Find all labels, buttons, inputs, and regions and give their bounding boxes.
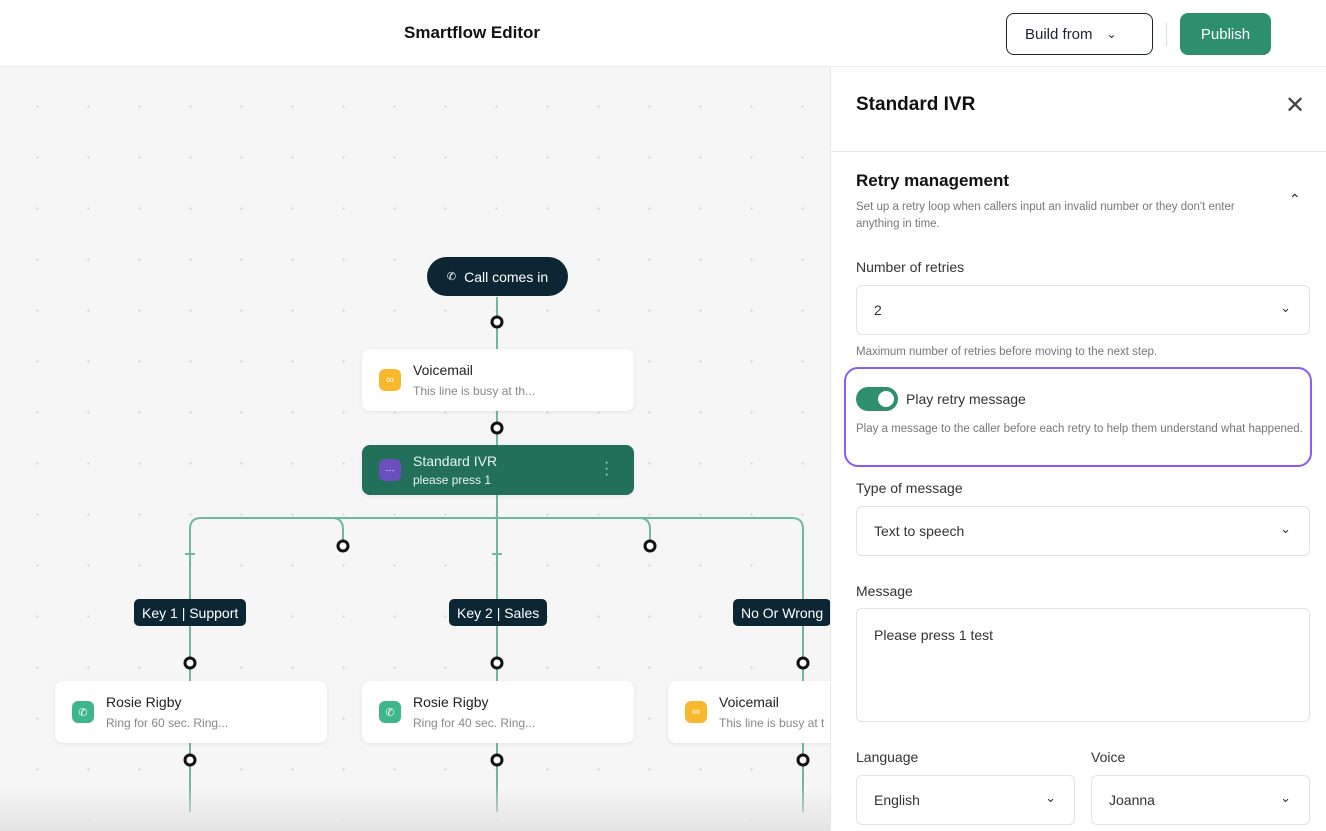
type-label: Type of message [856, 480, 963, 496]
connector-node [796, 753, 810, 767]
phone-icon: ✆ [446, 271, 457, 283]
language-select[interactable]: English ⌄ [856, 775, 1075, 825]
connector-node [183, 753, 197, 767]
canvas-fade [0, 786, 830, 831]
ivr-node[interactable]: ⋯ Standard IVR please press 1 ··· [362, 445, 634, 495]
message-label: Message [856, 583, 913, 599]
node-title: Rosie Rigby [413, 694, 489, 710]
add-node-button [336, 539, 350, 553]
node-title: Voicemail [719, 694, 779, 710]
branch-label[interactable]: Key 2 | Sales [449, 599, 548, 626]
add-node-button [643, 539, 657, 553]
build-from-label: Build from [1025, 25, 1093, 43]
divider [831, 151, 1326, 152]
voice-label: Voice [1091, 749, 1126, 765]
language-label: Language [856, 749, 919, 765]
retries-select[interactable]: 2⌄ [856, 285, 1310, 335]
voice-value: Joanna [1109, 792, 1155, 808]
node-subtitle: Ring for 40 sec. Ring... [413, 716, 536, 730]
flow-connectors [183, 297, 810, 812]
node-subtitle: This line is busy at t [719, 716, 825, 730]
highlight-box [844, 367, 1312, 467]
node-title: Standard IVR [413, 453, 498, 469]
message-textarea[interactable]: Please press 1 test [856, 608, 1310, 722]
section-title: Retry management [856, 171, 1010, 190]
connector-node [183, 656, 197, 670]
connector-node [490, 315, 504, 329]
voicemail-icon: ∞ [685, 701, 707, 723]
panel-title: Standard IVR [856, 94, 976, 115]
voice-select[interactable]: Joanna ⌄ [1091, 775, 1310, 825]
connector-node [490, 421, 504, 435]
section-description: Set up a retry loop when callers input a… [856, 201, 1235, 230]
play-retry-label: Play retry message [906, 391, 1026, 407]
node-title: Rosie Rigby [106, 694, 182, 710]
chevron-down-icon: ⌄ [1280, 300, 1291, 315]
node-subtitle: please press 1 [413, 473, 492, 487]
keypad-icon: ⋯ [379, 459, 401, 481]
connector-node [490, 753, 504, 767]
play-retry-description: Play a message to the caller before each… [856, 423, 1303, 435]
chevron-down-icon: ⌄ [1106, 27, 1117, 41]
chevron-down-icon: ⌄ [1280, 790, 1291, 805]
retries-hint: Maximum number of retries before moving … [856, 346, 1158, 358]
branch-label[interactable]: Key 1 | Support [134, 599, 247, 626]
node-subtitle: Ring for 60 sec. Ring... [106, 716, 229, 730]
play-retry-toggle[interactable] [856, 387, 898, 411]
type-select[interactable]: Text to speech ⌄ [856, 506, 1310, 556]
phone-ring-icon: ✆ [379, 701, 401, 723]
type-value: Text to speech [874, 523, 965, 539]
branch-label[interactable]: No Or Wrong [733, 599, 830, 626]
language-value: English [874, 792, 920, 808]
chevron-down-icon: ⌄ [1045, 790, 1056, 805]
retries-label: Number of retries [856, 259, 965, 275]
start-node[interactable]: ✆ Call comes in [427, 257, 568, 296]
connector-node [796, 656, 810, 670]
node-title: Voicemail [413, 362, 473, 378]
chevron-up-icon[interactable]: ⌃ [1289, 191, 1301, 207]
close-icon[interactable]: ✕ [1285, 92, 1306, 119]
app-title: Smartflow Editor [404, 23, 541, 42]
node-subtitle: This line is busy at th... [413, 384, 536, 398]
retries-value: 2 [874, 302, 882, 318]
build-from-button[interactable]: Build from ⌄ [1006, 13, 1153, 55]
settings-panel: Standard IVR ✕ Retry management ⌃ Set up… [830, 67, 1326, 831]
divider [1166, 22, 1167, 46]
publish-button[interactable]: Publish [1180, 13, 1271, 55]
phone-ring-icon: ✆ [72, 701, 94, 723]
header: Smartflow Editor Build from ⌄ Publish [0, 0, 1326, 67]
more-options-icon[interactable]: ··· [604, 454, 610, 483]
start-label: Call comes in [464, 268, 549, 285]
connector-node [490, 656, 504, 670]
chevron-down-icon: ⌄ [1280, 521, 1291, 536]
voicemail-icon: ∞ [379, 369, 401, 391]
